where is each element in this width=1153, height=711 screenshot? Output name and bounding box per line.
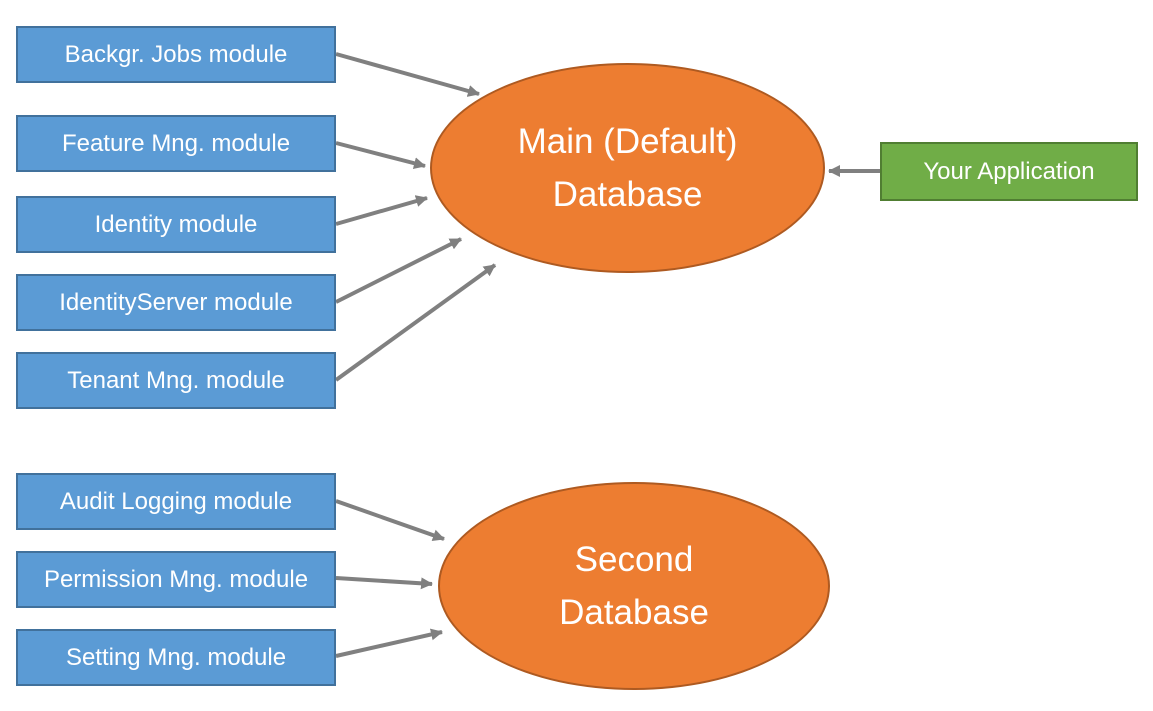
arrow-permission-mng-to-second-db: [335, 576, 433, 590]
module-label: Audit Logging module: [59, 487, 293, 515]
second-database-ellipse: Second Database: [438, 482, 830, 690]
module-box-backgr-jobs: Backgr. Jobs module: [16, 26, 336, 83]
arrow-backgr-jobs-to-main-db: [335, 52, 480, 97]
module-box-feature-mng: Feature Mng. module: [16, 115, 336, 172]
module-label: Tenant Mng. module: [67, 366, 285, 394]
arrow-feature-mng-to-main-db: [335, 141, 426, 170]
database-name-line1: Main (Default): [517, 122, 738, 161]
database-name-line2: Database: [552, 175, 703, 214]
module-label: Permission Mng. module: [43, 565, 309, 593]
module-label: Backgr. Jobs module: [64, 40, 288, 68]
module-box-permission-mng: Permission Mng. module: [16, 551, 336, 608]
module-box-audit-logging: Audit Logging module: [16, 473, 336, 530]
module-label: Identity module: [94, 210, 258, 238]
module-box-identity: Identity module: [16, 196, 336, 253]
module-box-identityserver: IdentityServer module: [16, 274, 336, 331]
module-label: Setting Mng. module: [65, 643, 287, 671]
arrow-identityserver-to-main-db: [335, 237, 462, 304]
application-label: Your Application: [923, 157, 1095, 185]
database-name-line1: Second: [574, 540, 694, 579]
module-box-tenant-mng: Tenant Mng. module: [16, 352, 336, 409]
arrow-setting-mng-to-second-db: [335, 628, 443, 658]
arrow-audit-logging-to-second-db: [335, 499, 445, 542]
arrow-identity-to-main-db: [335, 195, 428, 226]
database-name-line2: Database: [559, 593, 709, 632]
main-database-ellipse: Main (Default) Database: [430, 63, 825, 273]
module-box-setting-mng: Setting Mng. module: [16, 629, 336, 686]
arrow-tenant-mng-to-main-db: [334, 263, 497, 382]
your-application-box: Your Application: [880, 142, 1138, 201]
module-label: IdentityServer module: [59, 288, 293, 316]
module-label: Feature Mng. module: [61, 129, 291, 157]
